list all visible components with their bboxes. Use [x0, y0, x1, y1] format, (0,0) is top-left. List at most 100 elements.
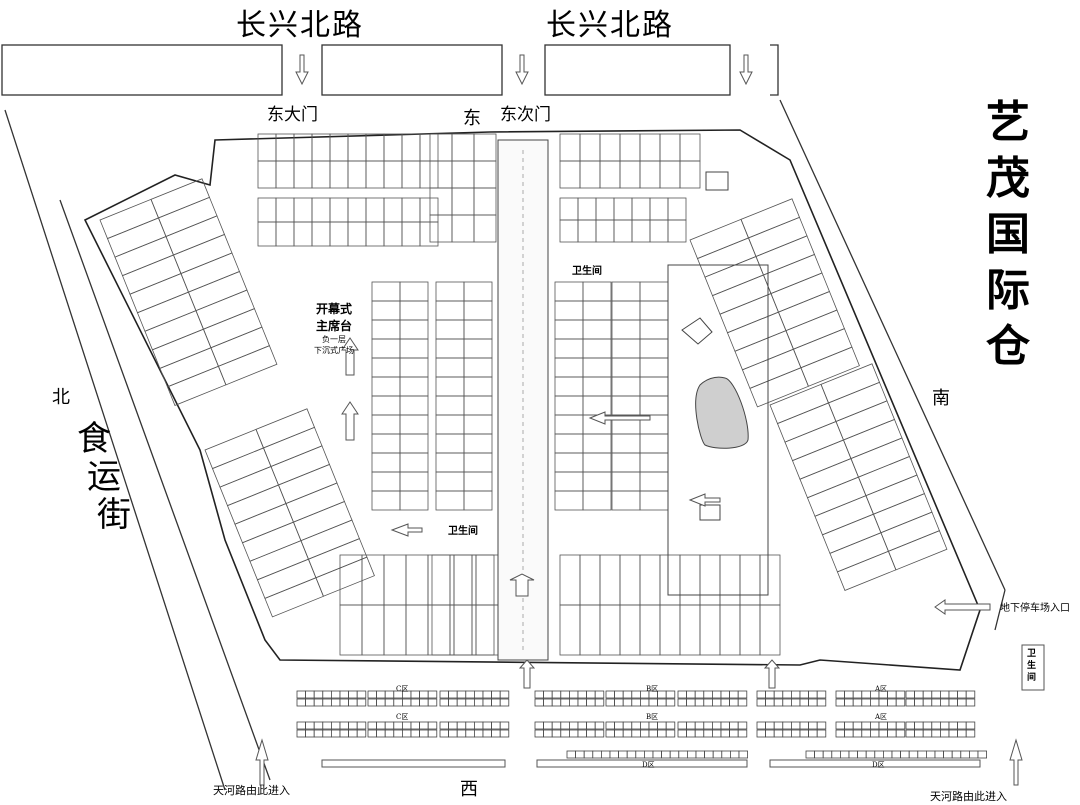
booth-unit: [491, 698, 501, 707]
shop-unit: [639, 471, 669, 492]
shop-unit: [195, 289, 255, 330]
shop-unit: [365, 133, 385, 162]
booth-unit: [940, 690, 950, 699]
booth-unit: [427, 690, 438, 699]
shop-unit: [399, 281, 429, 302]
booth-unit: [594, 698, 605, 707]
shop-unit: [800, 346, 860, 387]
shop-unit: [217, 345, 278, 386]
shop-unit: [371, 433, 401, 454]
shop-unit: [835, 400, 895, 441]
shop-unit: [315, 556, 375, 597]
booth-unit: [348, 729, 358, 738]
shop-unit: [639, 160, 661, 189]
shop-unit: [399, 357, 429, 378]
toilet-label-side: 卫生间: [1027, 649, 1037, 683]
booth-unit: [586, 729, 596, 738]
booth-unit: [657, 721, 667, 730]
booth-unit: [926, 750, 936, 759]
booth-unit: [712, 698, 722, 707]
shop-unit: [554, 414, 584, 435]
booth-unit: [895, 698, 906, 707]
booth-unit: [791, 729, 801, 738]
booth-unit: [878, 698, 889, 707]
booth-unit: [560, 690, 570, 699]
booth-unit: [543, 729, 553, 738]
shop-unit: [399, 376, 429, 397]
shop-unit: [383, 197, 403, 223]
shop-unit: [166, 365, 227, 406]
booth-unit: [808, 690, 818, 699]
shop-unit: [371, 471, 401, 492]
booth-unit: [569, 721, 579, 730]
booth-unit: [560, 729, 570, 738]
shop-unit: [463, 490, 493, 511]
shop-unit: [747, 216, 808, 258]
booth-row-upper-b: [677, 698, 748, 707]
booth-unit: [703, 698, 713, 707]
shop-unit: [639, 395, 669, 416]
shop-unit: [165, 215, 225, 256]
booth-unit: [473, 721, 484, 730]
booth-unit: [410, 698, 421, 707]
booth-unit: [940, 698, 950, 707]
shop-unit: [759, 554, 781, 606]
booth-unit: [835, 721, 846, 730]
booth-unit: [322, 729, 332, 738]
shop-unit: [463, 414, 493, 435]
shop-block-top-left-2: [257, 197, 439, 247]
booth-unit: [305, 729, 315, 738]
booth-unit: [543, 721, 553, 730]
booth-unit: [883, 750, 893, 759]
booth-unit: [782, 721, 792, 730]
shop-unit: [399, 395, 429, 416]
shop-block-center-2: [435, 281, 493, 511]
booth-unit: [934, 750, 945, 759]
shop-unit: [241, 521, 302, 562]
shop-unit: [582, 338, 612, 359]
zone-d-left: D区: [642, 761, 655, 769]
shop-unit: [806, 476, 867, 517]
shop-unit: [599, 554, 621, 606]
booth-unit: [686, 698, 696, 707]
shop-block-top-mid: [429, 133, 497, 243]
shop-unit: [275, 160, 295, 189]
booth-unit: [592, 750, 602, 759]
road-block-4: [770, 44, 779, 96]
zone-b-lower: B区: [646, 713, 659, 721]
booth-unit: [852, 690, 863, 699]
shop-unit: [419, 197, 439, 223]
booth-unit: [900, 750, 910, 759]
booth-unit: [339, 698, 350, 707]
booth-row-d-right: [805, 750, 988, 759]
shop-unit: [255, 408, 316, 449]
booth-unit: [782, 690, 792, 699]
booth-unit: [756, 721, 767, 730]
shop-unit: [371, 338, 401, 359]
zone-c-lower: C区: [396, 713, 409, 721]
shop-unit: [582, 300, 612, 321]
booth-unit: [773, 698, 784, 707]
booth-unit: [348, 698, 358, 707]
booth-unit: [808, 729, 818, 738]
booth-unit: [419, 721, 429, 730]
shop-unit: [463, 395, 493, 416]
shop-unit: [449, 554, 473, 606]
booth-unit: [957, 690, 967, 699]
booth-unit: [439, 690, 450, 699]
booth-unit: [465, 729, 475, 738]
shop-unit: [202, 308, 263, 349]
booth-unit: [730, 750, 740, 759]
booth-unit: [756, 690, 767, 699]
booth-unit: [931, 721, 941, 730]
booth-unit: [887, 690, 897, 699]
shop-unit: [435, 357, 465, 378]
booth-unit: [384, 690, 395, 699]
booth-unit: [465, 721, 475, 730]
shop-unit: [554, 433, 584, 454]
booth-unit: [499, 698, 510, 707]
shop-unit: [631, 219, 651, 243]
shop-unit: [463, 471, 493, 492]
booth-unit: [491, 690, 501, 699]
booth-unit: [439, 698, 450, 707]
